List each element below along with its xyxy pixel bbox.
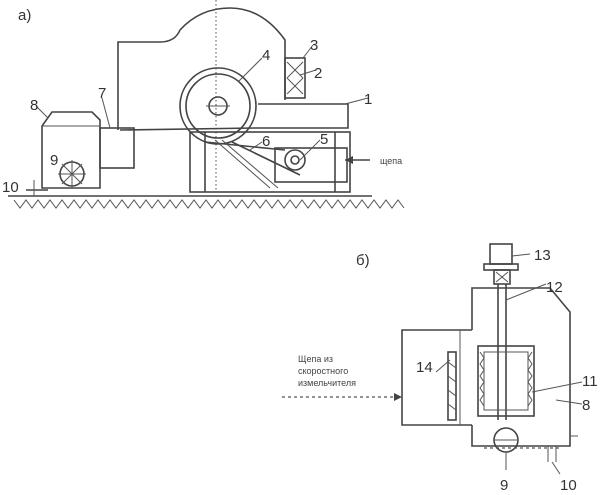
label-1: 1 xyxy=(364,91,372,108)
label-12: 12 xyxy=(546,279,563,296)
feed-chute xyxy=(119,103,349,131)
label-3: 3 xyxy=(310,37,318,54)
drive-belt-bottom xyxy=(231,141,301,176)
label-11: 11 xyxy=(582,373,598,390)
panel-a: а) xyxy=(2,0,405,209)
input-label-line3: измельчителя xyxy=(298,378,356,388)
label-7: 7 xyxy=(98,85,106,102)
label-4: 4 xyxy=(262,47,270,64)
label-9: 9 xyxy=(50,152,58,169)
bottom-outlet xyxy=(547,435,578,462)
inlet-guide xyxy=(447,351,457,421)
discharge-unit xyxy=(41,111,135,189)
input-label-chips: щепа xyxy=(380,156,402,166)
input-label-line2: скоростного xyxy=(298,366,348,376)
main-housing xyxy=(117,7,286,130)
separator-housing xyxy=(401,287,571,447)
belt-tensioner xyxy=(214,139,271,189)
leader-lines-a xyxy=(35,44,369,161)
feed-hopper xyxy=(284,57,306,99)
label-6: 6 xyxy=(262,133,270,150)
label-10b: 10 xyxy=(560,477,577,494)
label-8b: 8 xyxy=(582,397,590,414)
label-8: 8 xyxy=(30,97,38,114)
panel-a-label: а) xyxy=(18,7,31,24)
rotor-drum xyxy=(477,345,535,417)
label-10: 10 xyxy=(2,179,19,196)
panel-b-label: б) xyxy=(356,252,370,269)
label-14: 14 xyxy=(416,359,433,376)
input-label-line1: Щепа из xyxy=(298,354,333,364)
label-2: 2 xyxy=(314,65,322,82)
label-9b: 9 xyxy=(500,477,508,494)
input-arrow-chips: щепа xyxy=(345,156,402,166)
motor-pulley xyxy=(284,149,306,171)
bottom-fan xyxy=(484,427,562,453)
leader-lines-b xyxy=(435,253,583,475)
outlet-pipe xyxy=(26,180,48,196)
label-5: 5 xyxy=(320,131,328,148)
input-arrow-separator: Щепа из скоростного измельчителя xyxy=(282,354,402,401)
top-motor xyxy=(483,243,519,285)
foundation-ground xyxy=(8,195,405,209)
label-13: 13 xyxy=(534,247,551,264)
fan-wheel xyxy=(58,160,86,188)
panel-b: б) xyxy=(282,243,598,494)
